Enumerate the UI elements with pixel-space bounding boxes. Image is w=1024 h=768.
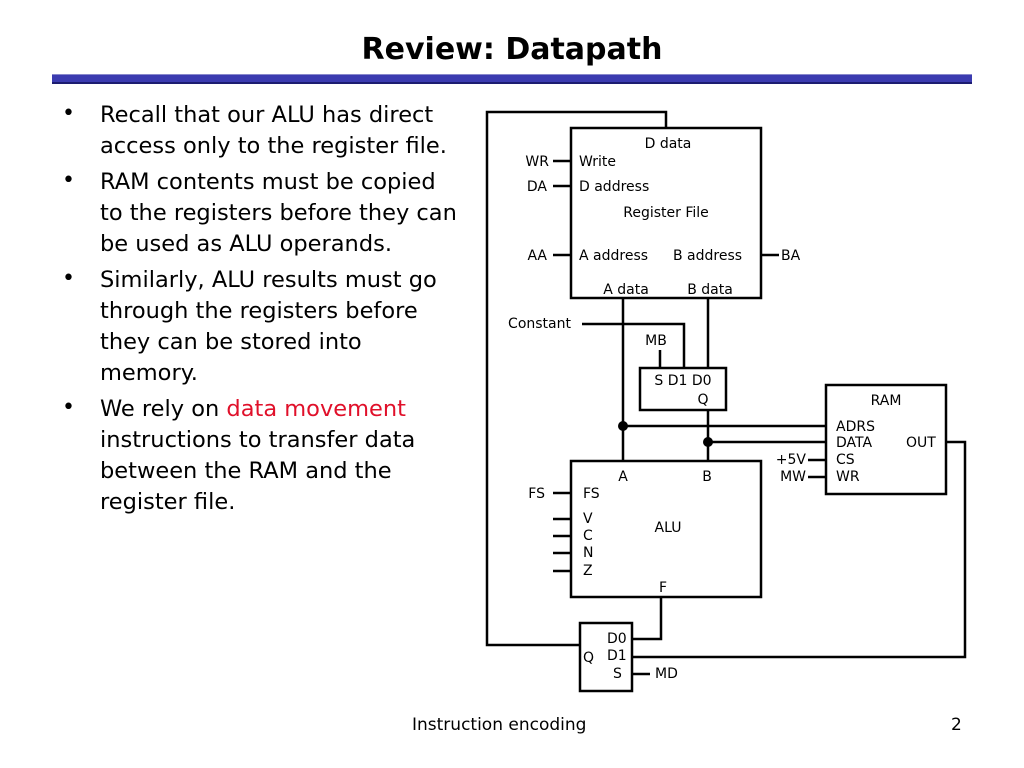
mux-b-inputs-label: S D1 D0 <box>654 373 711 389</box>
da-label: DA <box>527 179 548 195</box>
out-label: OUT <box>906 435 936 451</box>
slide-title: Review: Datapath <box>361 32 663 67</box>
cs-label: CS <box>836 452 855 468</box>
bullet-dot-icon: • <box>62 168 75 193</box>
d-address-label: D address <box>579 179 649 195</box>
alu-box <box>569 459 763 599</box>
bullet-list: • Recall that our ALU has direct access o… <box>62 100 462 523</box>
wr-label: WR <box>525 154 549 170</box>
adrs-label: ADRS <box>836 419 875 435</box>
d-data-label: D data <box>645 136 692 152</box>
bullet-item: • Similarly, ALU results must go through … <box>62 265 462 389</box>
plus5v-label: +5V <box>776 452 807 468</box>
bullet-text-start: We rely on <box>100 396 227 422</box>
ram-wr-label: WR <box>836 469 860 485</box>
junction-dot <box>703 437 713 447</box>
bullet-text-end: instructions to transfer data between th… <box>100 427 416 515</box>
register-file-label: Register File <box>623 205 709 221</box>
aa-label: AA <box>527 248 547 264</box>
alu-f-wire <box>632 597 663 641</box>
a-data-label: A data <box>603 282 649 298</box>
constant-label: Constant <box>508 316 571 332</box>
bullet-text: Similarly, ALU results must go through t… <box>100 267 437 386</box>
bullet-dot-icon: • <box>62 101 75 126</box>
b-address-label: B address <box>673 248 742 264</box>
ram-label: RAM <box>871 393 902 409</box>
junction-dot <box>618 421 628 431</box>
bullet-dot-icon: • <box>62 395 75 420</box>
alu-a-label: A <box>618 469 628 485</box>
bullet-text: RAM contents must be copied to the regis… <box>100 169 457 257</box>
alu-b-label: B <box>702 469 712 485</box>
d1-label: D1 <box>607 648 627 664</box>
feedback-wire <box>485 110 668 647</box>
n-flag-label: N <box>583 545 593 561</box>
d0-label: D0 <box>607 631 627 647</box>
bullet-text: Recall that our ALU has direct access on… <box>100 102 447 159</box>
mb-label: MB <box>645 333 667 349</box>
highlight-text: data movement <box>226 396 406 422</box>
bullet-item: • Recall that our ALU has direct access o… <box>62 100 462 162</box>
c-flag-label: C <box>583 528 593 544</box>
page-number: 2 <box>951 715 962 735</box>
md-label: MD <box>655 666 678 682</box>
data-label: DATA <box>836 435 872 451</box>
ram-out-wire <box>632 440 967 659</box>
constant-wire <box>582 322 686 368</box>
bullet-item: • We rely on data movement instructions t… <box>62 394 462 518</box>
footer-text: Instruction encoding <box>412 715 587 735</box>
b-data-label: B data <box>687 282 733 298</box>
bullet-item: • RAM contents must be copied to the regi… <box>62 167 462 260</box>
mux-d-s-label: S <box>613 666 622 682</box>
mux-d-q-label: Q <box>583 650 594 666</box>
mux-b-q-label: Q <box>697 392 708 408</box>
title-rule <box>52 74 972 84</box>
alu-fs-label: FS <box>583 486 600 502</box>
fs-ext-label: FS <box>528 486 545 502</box>
alu-label: ALU <box>655 520 682 536</box>
bullet-dot-icon: • <box>62 266 75 291</box>
alu-f-label: F <box>659 580 667 596</box>
z-flag-label: Z <box>583 563 593 579</box>
write-label: Write <box>579 154 616 170</box>
ba-label: BA <box>781 248 801 264</box>
mw-label: MW <box>780 469 806 485</box>
ram-box <box>824 383 948 496</box>
v-flag-label: V <box>583 511 593 527</box>
a-address-label: A address <box>579 248 648 264</box>
